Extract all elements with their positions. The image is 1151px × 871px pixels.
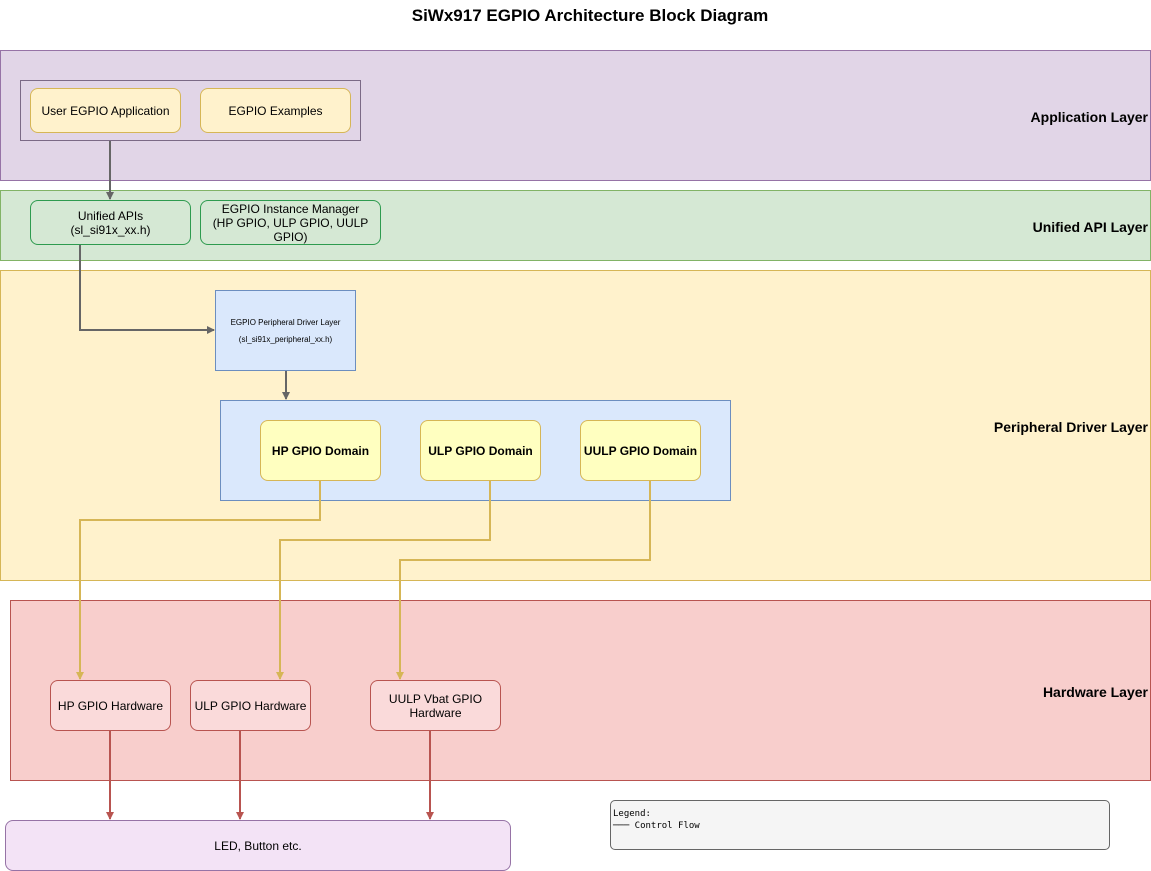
unified-apis-header: (sl_si91x_xx.h) xyxy=(70,222,151,237)
led-button-devices[interactable]: LED, Button etc. xyxy=(5,820,511,871)
user-egpio-application[interactable]: User EGPIO Application xyxy=(30,88,181,133)
application-layer: Application Layer xyxy=(0,50,1151,181)
egpio-instance-manager[interactable]: EGPIO Instance Manager (HP GPIO, ULP GPI… xyxy=(200,200,381,245)
instance-manager-title: EGPIO Instance Manager xyxy=(221,201,360,216)
unified-api-layer: Unified API Layer xyxy=(0,190,1151,261)
legend: Legend: ─── Control Flow xyxy=(610,800,1110,850)
ulp-gpio-domain[interactable]: ULP GPIO Domain xyxy=(420,420,541,481)
egpio-examples[interactable]: EGPIO Examples xyxy=(200,88,351,133)
uulp-gpio-domain[interactable]: UULP GPIO Domain xyxy=(580,420,701,481)
egpio-peripheral-driver[interactable]: EGPIO Peripheral Driver Layer (sl_si91x_… xyxy=(215,290,356,371)
ulp-gpio-hardware[interactable]: ULP GPIO Hardware xyxy=(190,680,311,731)
peripheral-driver-layer-label: Peripheral Driver Layer xyxy=(993,419,1148,435)
hardware-layer-label: Hardware Layer xyxy=(1042,684,1148,700)
uulp-vbat-gpio-hardware[interactable]: UULP Vbat GPIO Hardware xyxy=(370,680,501,731)
diagram-title: SiWx917 EGPIO Architecture Block Diagram xyxy=(411,6,769,25)
hp-gpio-domain[interactable]: HP GPIO Domain xyxy=(260,420,381,481)
unified-apis-title: Unified APIs xyxy=(77,208,144,223)
peripheral-driver-title: EGPIO Peripheral Driver Layer xyxy=(230,317,341,327)
unified-api-layer-label: Unified API Layer xyxy=(1032,219,1148,235)
application-group xyxy=(20,80,361,141)
arrow-hp-domain-to-hardware xyxy=(76,481,321,680)
arrow-uulp-domain-to-hardware xyxy=(396,481,651,680)
legend-heading: Legend: xyxy=(613,809,651,819)
legend-control-flow: ─── Control Flow xyxy=(613,821,700,831)
hp-gpio-hardware[interactable]: HP GPIO Hardware xyxy=(50,680,171,731)
instance-manager-detail: (HP GPIO, ULP GPIO, UULP GPIO) xyxy=(212,215,369,244)
application-layer-label: Application Layer xyxy=(1030,109,1148,125)
arrow-ulp-domain-to-hardware xyxy=(276,481,491,680)
arrow-unified-apis-to-driver xyxy=(79,245,215,334)
unified-apis[interactable]: Unified APIs (sl_si91x_xx.h) xyxy=(30,200,191,245)
peripheral-driver-header: (sl_si91x_peripheral_xx.h) xyxy=(238,334,333,344)
